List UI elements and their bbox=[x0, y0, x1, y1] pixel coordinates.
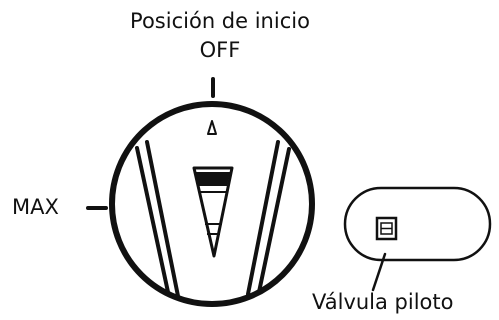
knob-grip-right bbox=[246, 140, 291, 296]
max-label: MAX bbox=[12, 195, 59, 219]
pilot-valve-housing bbox=[343, 186, 492, 262]
pilot-valve-label: Válvula piloto bbox=[312, 290, 454, 314]
arrow-indicator-icon bbox=[207, 120, 217, 135]
start-position-label: Posición de inicio bbox=[130, 9, 310, 33]
pilot-valve-button[interactable] bbox=[375, 216, 398, 241]
off-label: OFF bbox=[199, 38, 241, 62]
knob-grip-left bbox=[135, 140, 180, 298]
flame-level-indicator bbox=[192, 166, 234, 258]
pilot-valve-leader bbox=[371, 252, 387, 292]
